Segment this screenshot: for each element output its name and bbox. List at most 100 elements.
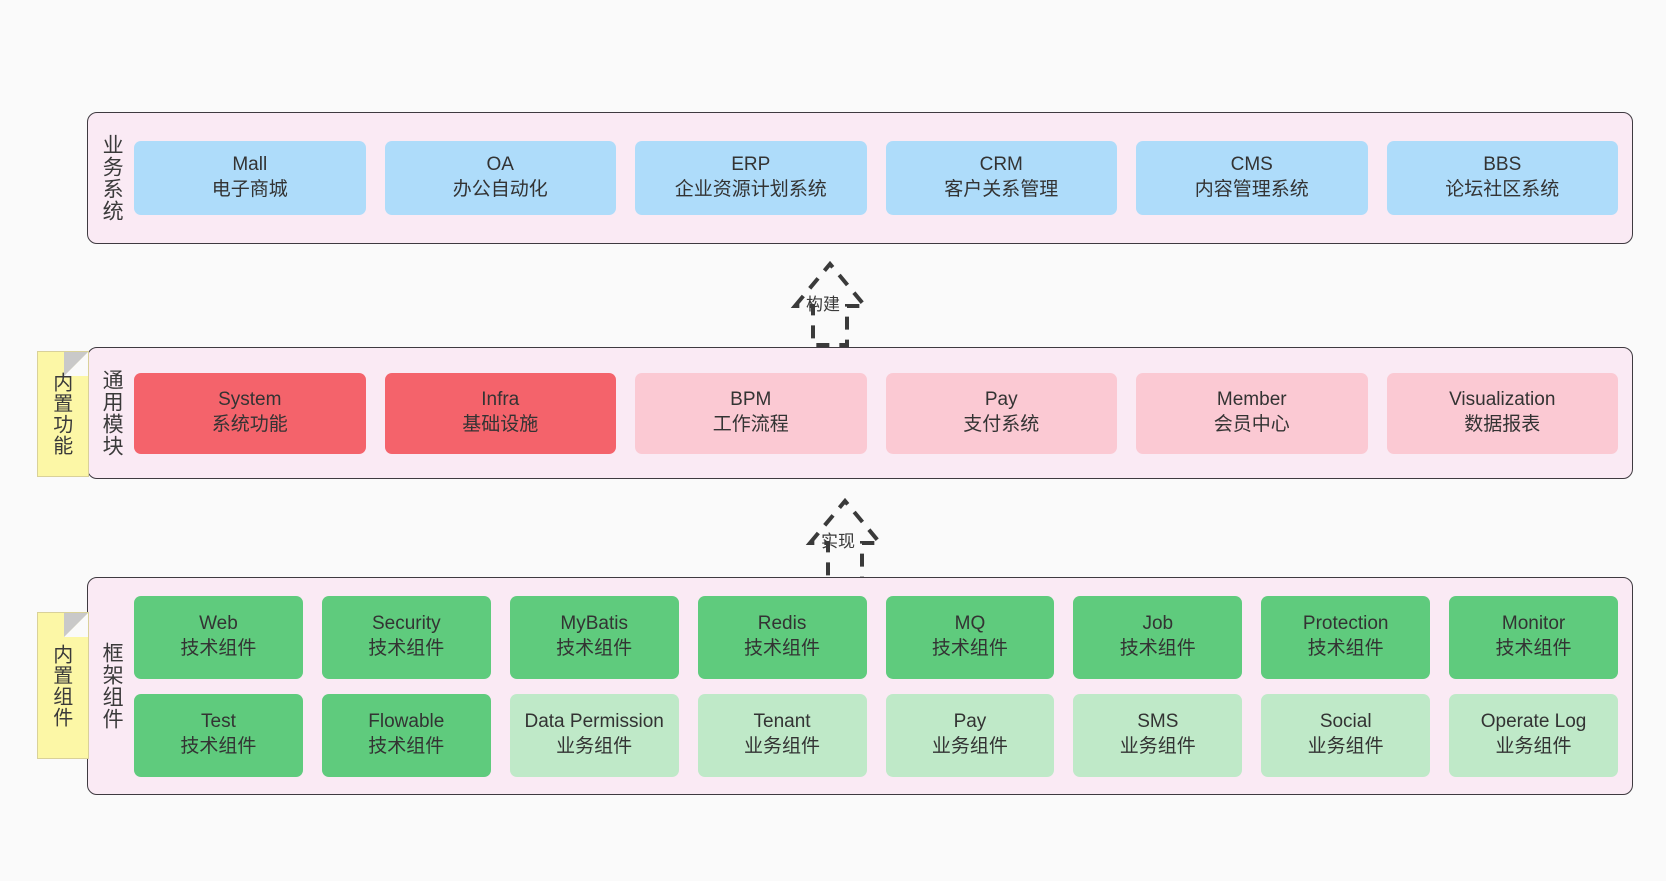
- connector-label-implement: 实现: [821, 532, 855, 551]
- card-mall[interactable]: Mall 电子商城: [134, 141, 366, 215]
- card-title: Security: [371, 613, 441, 635]
- layer-body-business: Mall 电子商城 OA 办公自动化 ERP 企业资源计划系统 CRM 客户关系…: [134, 113, 1632, 243]
- card-title: SMS: [1137, 711, 1179, 733]
- card-row: System 系统功能 Infra 基础设施 BPM 工作流程 Pay 支付系统…: [134, 372, 1618, 454]
- card-operate-log[interactable]: Operate Log 业务组件: [1449, 693, 1618, 777]
- card-title: Social: [1319, 711, 1372, 733]
- sticky-note-builtin-features: 内置功能: [37, 351, 89, 477]
- connector-label-build: 构建: [806, 295, 840, 314]
- card-social[interactable]: Social 业务组件: [1261, 693, 1431, 777]
- card-subtitle: 业务组件: [1119, 736, 1196, 757]
- card-subtitle: 技术组件: [556, 638, 633, 659]
- card-title: ERP: [731, 154, 771, 176]
- card-subtitle: 业务组件: [556, 736, 633, 757]
- card-flowable[interactable]: Flowable 技术组件: [321, 693, 491, 777]
- card-title: Test: [201, 711, 236, 733]
- card-subtitle: 办公自动化: [452, 179, 548, 200]
- layer-title-framework: 框架组件: [100, 642, 124, 730]
- card-subtitle: 技术组件: [180, 736, 257, 757]
- card-title: BPM: [730, 389, 772, 411]
- layer-common-modules: 通用模块 System 系统功能 Infra 基础设施 BPM 工作流程 Pay…: [87, 347, 1633, 479]
- card-redis[interactable]: Redis 技术组件: [697, 595, 867, 679]
- layer-framework-components: 框架组件 Web 技术组件 Security 技术组件 MyBatis 技术组件…: [87, 577, 1633, 795]
- card-title: Member: [1216, 389, 1287, 411]
- card-title: Flowable: [368, 711, 445, 733]
- card-title: OA: [486, 154, 514, 176]
- card-bpm[interactable]: BPM 工作流程: [635, 372, 867, 454]
- card-title: Pay: [984, 389, 1018, 411]
- card-data-permission[interactable]: Data Permission 业务组件: [509, 693, 679, 777]
- card-title: Protection: [1302, 613, 1389, 635]
- card-monitor[interactable]: Monitor 技术组件: [1449, 595, 1618, 679]
- card-title: BBS: [1483, 154, 1522, 176]
- layer-title-common: 通用模块: [100, 369, 124, 457]
- card-pay-business[interactable]: Pay 业务组件: [885, 693, 1055, 777]
- card-subtitle: 技术组件: [744, 638, 821, 659]
- card-subtitle: 业务组件: [744, 736, 821, 757]
- card-job[interactable]: Job 技术组件: [1073, 595, 1243, 679]
- card-subtitle: 技术组件: [368, 736, 445, 757]
- card-subtitle: 工作流程: [712, 414, 789, 435]
- connector-build: 构建: [750, 250, 910, 347]
- card-subtitle: 系统功能: [211, 414, 288, 435]
- card-row: Mall 电子商城 OA 办公自动化 ERP 企业资源计划系统 CRM 客户关系…: [134, 141, 1618, 215]
- card-member[interactable]: Member 会员中心: [1136, 372, 1368, 454]
- layer-business-systems: 业务系统 Mall 电子商城 OA 办公自动化 ERP 企业资源计划系统 CRM…: [87, 112, 1633, 244]
- card-title: System: [218, 389, 282, 411]
- card-mybatis[interactable]: MyBatis 技术组件: [509, 595, 679, 679]
- card-subtitle: 客户关系管理: [944, 179, 1059, 200]
- card-subtitle: 技术组件: [931, 638, 1008, 659]
- card-mq[interactable]: MQ 技术组件: [885, 595, 1055, 679]
- card-protection[interactable]: Protection 技术组件: [1261, 595, 1431, 679]
- card-tenant[interactable]: Tenant 业务组件: [697, 693, 867, 777]
- card-subtitle: 支付系统: [963, 414, 1040, 435]
- sticky-note-label: 内置组件: [49, 643, 72, 728]
- card-cms[interactable]: CMS 内容管理系统: [1136, 141, 1368, 215]
- card-row: Web 技术组件 Security 技术组件 MyBatis 技术组件 Redi…: [134, 595, 1618, 679]
- card-title: Job: [1142, 613, 1174, 635]
- card-subtitle: 内容管理系统: [1194, 179, 1309, 200]
- card-subtitle: 论坛社区系统: [1445, 179, 1560, 200]
- card-subtitle: 数据报表: [1464, 414, 1541, 435]
- card-title: Monitor: [1501, 613, 1566, 635]
- card-visualization[interactable]: Visualization 数据报表: [1386, 372, 1618, 454]
- card-web[interactable]: Web 技术组件: [134, 595, 303, 679]
- card-crm[interactable]: CRM 客户关系管理: [885, 141, 1117, 215]
- card-title: Operate Log: [1480, 711, 1587, 733]
- card-erp[interactable]: ERP 企业资源计划系统: [635, 141, 867, 215]
- card-subtitle: 业务组件: [931, 736, 1008, 757]
- card-subtitle: 技术组件: [368, 638, 445, 659]
- card-title: Tenant: [753, 711, 811, 733]
- card-security[interactable]: Security 技术组件: [321, 595, 491, 679]
- card-subtitle: 技术组件: [1495, 638, 1572, 659]
- card-oa[interactable]: OA 办公自动化: [384, 141, 616, 215]
- sticky-note-label: 内置功能: [49, 372, 72, 456]
- card-title: Visualization: [1449, 389, 1556, 411]
- card-title: Data Permission: [524, 711, 664, 733]
- card-subtitle: 技术组件: [1307, 638, 1384, 659]
- card-subtitle: 会员中心: [1213, 414, 1290, 435]
- card-subtitle: 技术组件: [180, 638, 257, 659]
- card-test[interactable]: Test 技术组件: [134, 693, 303, 777]
- layer-body-framework: Web 技术组件 Security 技术组件 MyBatis 技术组件 Redi…: [134, 578, 1632, 794]
- card-title: Redis: [757, 613, 807, 635]
- card-title: MyBatis: [560, 613, 628, 635]
- layer-title-business: 业务系统: [100, 134, 124, 222]
- card-subtitle: 业务组件: [1495, 736, 1572, 757]
- card-pay[interactable]: Pay 支付系统: [885, 372, 1117, 454]
- card-bbs[interactable]: BBS 论坛社区系统: [1386, 141, 1618, 215]
- card-title: CMS: [1230, 154, 1273, 176]
- card-sms[interactable]: SMS 业务组件: [1073, 693, 1243, 777]
- card-subtitle: 企业资源计划系统: [674, 179, 827, 200]
- layer-body-common: System 系统功能 Infra 基础设施 BPM 工作流程 Pay 支付系统…: [134, 348, 1632, 478]
- dashed-up-arrow-icon: [790, 260, 870, 347]
- card-title: MQ: [954, 613, 986, 635]
- card-title: CRM: [979, 154, 1023, 176]
- card-title: Web: [199, 613, 238, 635]
- card-system[interactable]: System 系统功能: [134, 372, 366, 454]
- card-infra[interactable]: Infra 基础设施: [384, 372, 616, 454]
- card-subtitle: 基础设施: [462, 414, 539, 435]
- card-title: Mall: [232, 154, 268, 176]
- card-subtitle: 电子商城: [211, 179, 288, 200]
